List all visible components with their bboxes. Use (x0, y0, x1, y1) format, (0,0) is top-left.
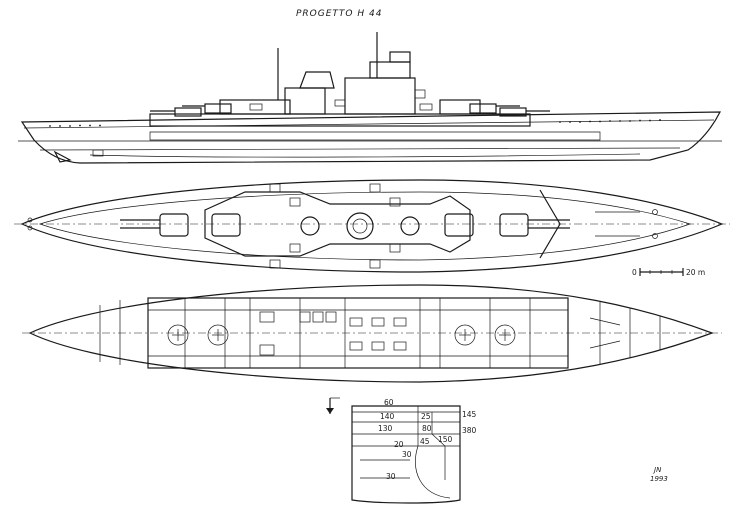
signature: JN 1993 (650, 466, 668, 483)
dim-label-8: 45 (420, 437, 430, 446)
dim-label-7: 380 (462, 426, 477, 435)
dim-label-1: 60 (384, 398, 394, 407)
dim-label-5: 130 (378, 424, 393, 433)
dim-label-4: 145 (462, 410, 477, 419)
dim-label-10: 20 (394, 440, 404, 449)
scale-end-label: 20 m (686, 268, 705, 277)
signature-initials: JN (652, 466, 662, 474)
dim-label-11: 30 (402, 450, 412, 459)
dim-label-6: 80 (422, 424, 432, 433)
scale-start-label: 0 (632, 268, 637, 277)
scale-bar: 0 20 m (632, 268, 705, 277)
dim-label-2: 140 (380, 412, 395, 421)
deck-plan-view (14, 179, 730, 273)
dim-label-3: 25 (421, 412, 431, 421)
signature-year: 1993 (650, 475, 668, 483)
dim-label-12: 30 (386, 472, 396, 481)
drawing-title: PROGETTO H 44 (296, 9, 382, 19)
midship-section: 60 140 25 145 130 80 380 45 150 20 30 30 (326, 397, 477, 504)
profile-view (18, 32, 722, 164)
dim-label-9: 150 (438, 435, 453, 444)
hull-plan-view (22, 284, 722, 383)
